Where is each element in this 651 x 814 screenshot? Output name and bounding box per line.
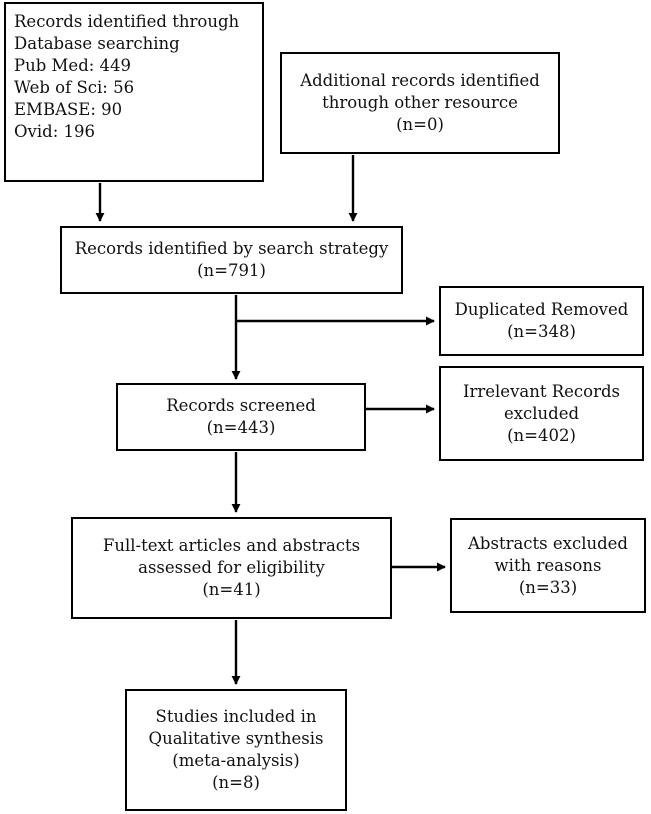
node-line: Abstracts excluded bbox=[468, 533, 628, 553]
node-line: (n=8) bbox=[212, 773, 260, 792]
node-line: Database searching bbox=[14, 34, 180, 53]
node-line: (n=443) bbox=[206, 418, 276, 437]
node-line: Web of Sci: 56 bbox=[14, 78, 135, 97]
node-duplicates-removed: Duplicated Removed (n=348) bbox=[439, 286, 644, 356]
node-line: EMBASE: 90 bbox=[14, 100, 123, 119]
node-line: Pub Med: 449 bbox=[14, 56, 132, 75]
node-line: Records screened bbox=[166, 396, 316, 415]
node-line: Qualitative synthesis bbox=[148, 729, 324, 748]
node-full-text-assessed: Full-text articles and abstracts assesse… bbox=[71, 517, 392, 619]
node-records-screened: Records screened (n=443) bbox=[116, 383, 366, 451]
node-line: (n=348) bbox=[507, 322, 576, 341]
node-line: Records identified through bbox=[14, 12, 240, 31]
node-line: (n=41) bbox=[202, 580, 261, 599]
node-line: excluded bbox=[503, 403, 580, 423]
node-line: assessed for eligibility bbox=[138, 558, 325, 577]
node-line: (n=402) bbox=[507, 425, 576, 445]
node-additional-records: Additional records identified through ot… bbox=[280, 52, 560, 154]
node-line: (n=33) bbox=[518, 577, 578, 597]
node-line: Duplicated Removed bbox=[454, 300, 629, 319]
node-line: (n=791) bbox=[197, 261, 266, 280]
node-line: with reasons bbox=[494, 555, 602, 575]
node-line: Full-text articles and abstracts bbox=[102, 536, 361, 555]
node-line: Records identified by search strategy bbox=[74, 239, 389, 258]
node-line: through other resource bbox=[322, 93, 518, 112]
node-line: Ovid: 196 bbox=[14, 122, 95, 141]
node-line: Irrelevant Records bbox=[462, 381, 621, 401]
node-line: (meta-analysis) bbox=[172, 751, 300, 770]
node-abstracts-excluded: Abstracts excluded with reasons (n=33) bbox=[450, 518, 646, 613]
node-studies-included: Studies included in Qualitative synthesi… bbox=[125, 689, 347, 811]
node-irrelevant-excluded: Irrelevant Records excluded (n=402) bbox=[439, 366, 644, 461]
node-identified-by-strategy: Records identified by search strategy (n… bbox=[60, 226, 403, 294]
node-line: (n=0) bbox=[396, 115, 444, 134]
node-line: Studies included in bbox=[155, 707, 317, 726]
node-line: Additional records identified bbox=[300, 71, 540, 90]
node-database-search: Records identified through Database sear… bbox=[4, 2, 264, 182]
